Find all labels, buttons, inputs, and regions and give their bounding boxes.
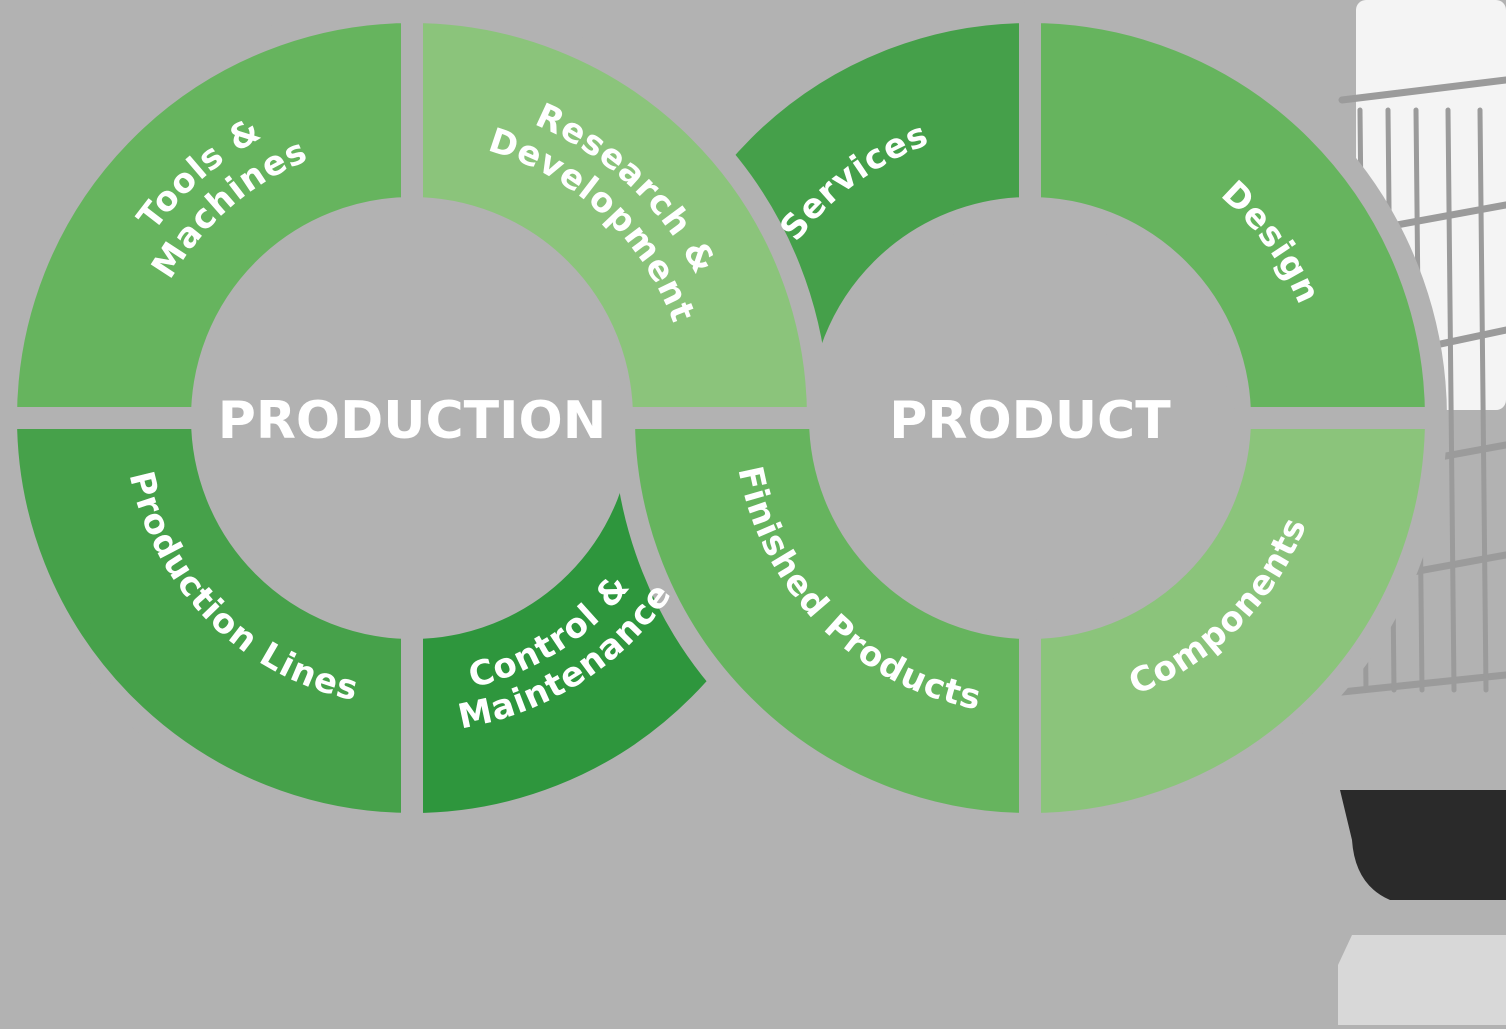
- rack-foot-silver: [1338, 935, 1506, 1025]
- rack-wire: [1445, 107, 1457, 693]
- ring-segments: [0, 1, 1447, 835]
- rack-foot-dark: [1340, 790, 1506, 900]
- rack-wire: [1477, 107, 1489, 693]
- segment-production-lines: [0, 407, 423, 835]
- segment-design: [1019, 1, 1447, 429]
- segment-research-development: [401, 1, 829, 429]
- rack-wire: [1338, 76, 1506, 104]
- segment-finished-products: [613, 407, 1041, 835]
- segment-tools-machines: [0, 1, 423, 429]
- production-center-label: PRODUCTION: [218, 391, 606, 451]
- segment-components: [1019, 407, 1447, 835]
- product-center-label: PRODUCT: [889, 391, 1171, 451]
